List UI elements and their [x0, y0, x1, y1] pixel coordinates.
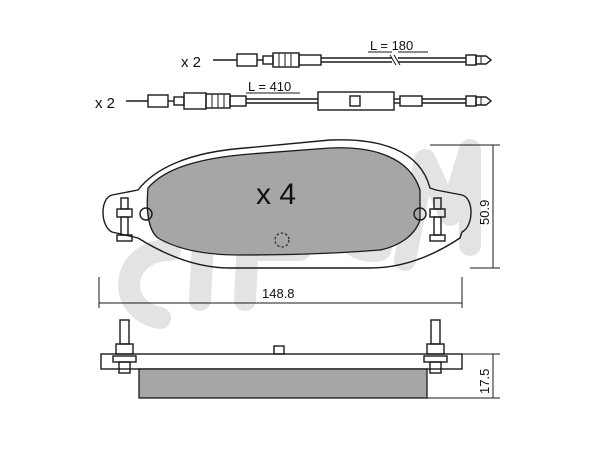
sensor-long-length: L = 410 [248, 79, 291, 94]
height-dimension: 50.9 [430, 144, 500, 269]
height-value: 50.9 [477, 200, 492, 225]
wear-sensor-short: x 2 L = 180 [181, 38, 493, 71]
thickness-dimension: 17.5 [427, 353, 500, 399]
sensor-long-quantity: x 2 [95, 95, 115, 112]
friction-material-side [138, 368, 428, 399]
sensor-short-length: L = 180 [370, 38, 413, 53]
pad-multiplier: x 4 [256, 178, 296, 211]
sensor-short-quantity: x 2 [181, 54, 201, 71]
width-dimension: 148.8 [98, 277, 463, 308]
brake-pad-front-view: x 4 [102, 139, 472, 269]
wear-sensor-long: x 2 L = 410 [95, 79, 493, 112]
brake-pad-side-view [100, 319, 463, 399]
friction-material [146, 147, 421, 256]
thickness-value: 17.5 [477, 369, 492, 394]
width-value: 148.8 [262, 286, 295, 301]
